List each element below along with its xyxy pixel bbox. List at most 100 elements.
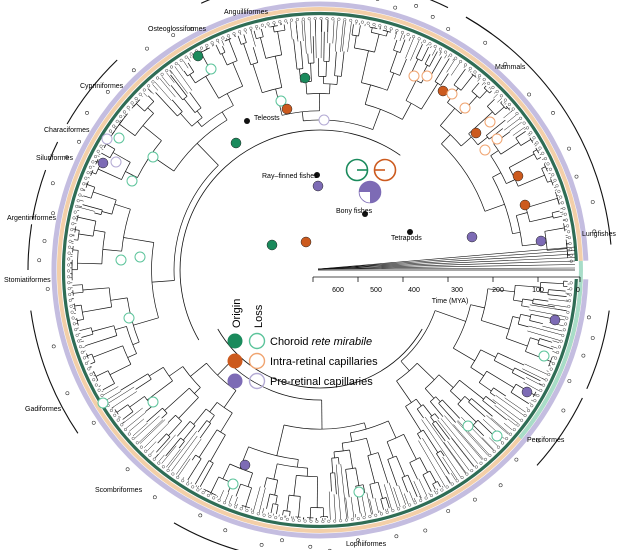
tip-branch xyxy=(114,128,116,129)
tip-marker xyxy=(292,519,295,522)
tip-branch xyxy=(442,486,443,488)
tip-marker xyxy=(197,489,200,492)
tip-branch xyxy=(90,171,92,172)
internal-arc xyxy=(381,498,386,500)
internal-branch xyxy=(101,153,110,158)
tip-marker xyxy=(540,389,543,392)
tip-branch xyxy=(522,369,544,380)
internal-branch xyxy=(354,36,356,48)
outer-tip-marker xyxy=(260,543,263,546)
internal-arc xyxy=(152,243,159,318)
outer-tip-marker xyxy=(447,509,450,512)
internal-branch xyxy=(423,430,438,453)
internal-branch xyxy=(542,167,546,169)
internal-branch xyxy=(184,71,187,76)
internal-arc xyxy=(435,82,441,86)
internal-arc xyxy=(513,285,515,300)
tip-marker xyxy=(544,157,547,160)
internal-branch xyxy=(513,232,521,233)
choroid-loss-marker xyxy=(354,487,364,497)
tip-marker xyxy=(505,437,508,440)
internal-branch xyxy=(552,211,559,213)
internal-arc xyxy=(368,453,378,456)
outer-tip-marker xyxy=(132,69,135,72)
internal-branch xyxy=(110,364,131,374)
pre-origin-marker xyxy=(98,158,108,168)
tip-branch xyxy=(333,20,334,43)
internal-branch xyxy=(301,41,303,68)
tip-branch xyxy=(229,495,232,503)
tip-branch xyxy=(86,356,88,357)
tip-marker xyxy=(69,240,72,243)
tip-branch xyxy=(212,493,213,495)
tip-branch xyxy=(124,116,126,117)
tip-branch xyxy=(123,408,143,424)
tip-marker xyxy=(566,317,569,320)
internal-branch xyxy=(308,54,309,64)
internal-branch xyxy=(480,91,487,99)
choroid-loss-marker xyxy=(135,252,145,262)
tip-branch xyxy=(505,103,506,104)
tip-marker xyxy=(98,389,101,392)
internal-branch xyxy=(453,348,475,361)
internal-branch xyxy=(121,374,148,391)
tip-branch xyxy=(494,92,495,93)
intra-loss-marker xyxy=(492,134,502,144)
internal-branch xyxy=(302,112,303,121)
internal-branch xyxy=(373,109,381,129)
internal-arc xyxy=(516,216,522,246)
tip-marker xyxy=(135,97,138,100)
tip-marker xyxy=(361,21,364,24)
internal-arc xyxy=(479,371,487,382)
internal-branch xyxy=(548,295,567,297)
outer-tip-marker xyxy=(394,6,397,9)
tip-marker xyxy=(480,462,483,465)
internal-branch xyxy=(375,34,380,52)
internal-branch xyxy=(297,460,298,468)
choroid-loss-marker xyxy=(116,255,126,265)
internal-branch xyxy=(361,51,368,83)
tip-marker xyxy=(384,26,387,29)
tip-marker xyxy=(459,60,462,63)
tip-marker xyxy=(92,378,95,381)
tip-branch xyxy=(553,356,555,357)
tip-branch xyxy=(257,28,258,30)
internal-branch xyxy=(471,305,485,308)
internal-branch xyxy=(441,74,449,86)
internal-arc xyxy=(472,74,477,78)
internal-arc xyxy=(397,363,418,381)
internal-arc xyxy=(346,468,356,470)
internal-arc xyxy=(77,318,79,325)
tip-marker xyxy=(470,469,473,472)
tip-marker xyxy=(561,202,564,205)
tip-branch xyxy=(490,88,491,90)
tip-marker xyxy=(227,35,230,38)
internal-branch xyxy=(406,406,422,431)
legend: Origin Loss Choroid rete mirabile Intra-… xyxy=(228,299,379,389)
tip-branch xyxy=(549,365,551,366)
tip-branch xyxy=(446,476,450,483)
outer-tip-marker xyxy=(484,41,487,44)
tip-branch xyxy=(96,380,98,381)
clade-bar xyxy=(201,0,239,3)
internal-branch xyxy=(430,471,436,482)
tip-branch xyxy=(136,101,138,102)
internal-arc xyxy=(77,250,78,269)
outer-tip-marker xyxy=(66,392,69,395)
tip-branch xyxy=(493,94,497,98)
tip-branch xyxy=(178,64,183,71)
outer-tip-marker xyxy=(51,182,54,185)
intra-origin-marker xyxy=(282,104,292,114)
internal-branch xyxy=(158,434,167,443)
tip-marker xyxy=(568,236,571,239)
intra-loss-marker xyxy=(447,89,457,99)
internal-branch xyxy=(143,126,162,141)
internal-arc xyxy=(93,221,96,236)
tip-marker xyxy=(180,59,183,62)
tip-branch xyxy=(475,75,476,77)
clade-bar xyxy=(587,311,609,389)
tip-branch xyxy=(107,391,122,400)
tip-branch xyxy=(245,507,246,509)
internal-branch xyxy=(518,324,528,327)
